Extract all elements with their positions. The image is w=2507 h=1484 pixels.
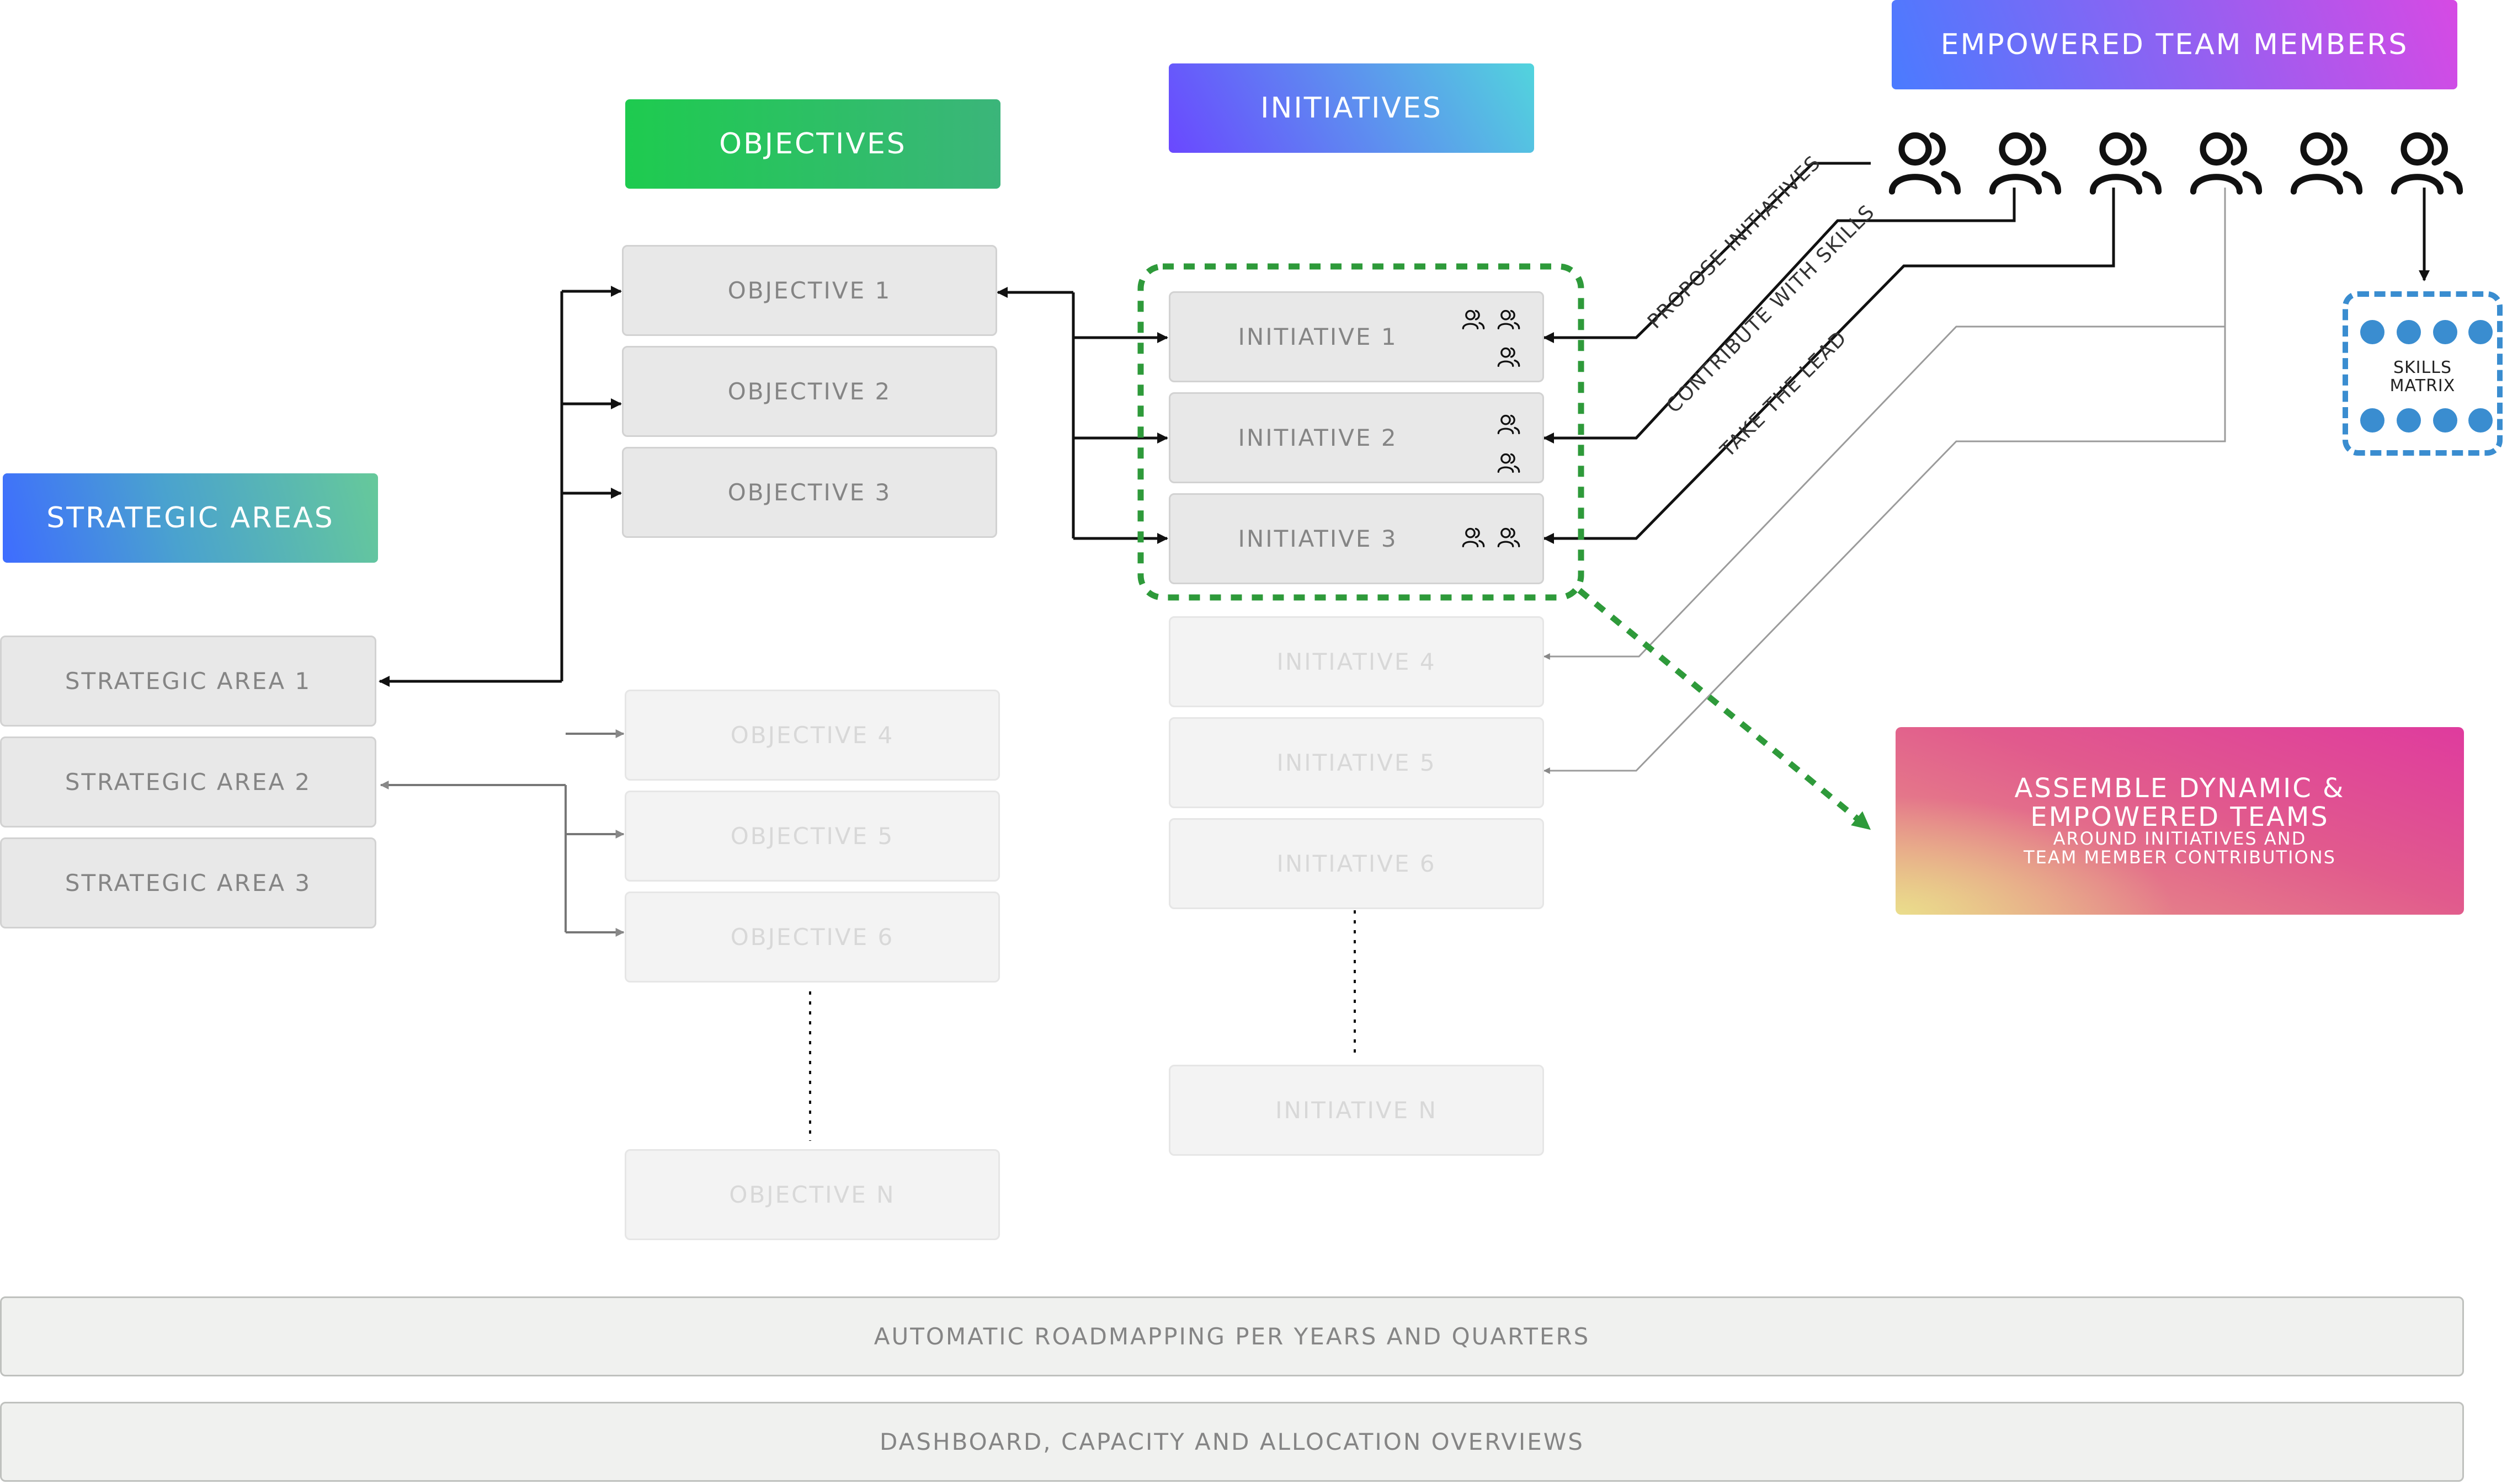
propose-initiatives-label: PROPOSE INITIATIVES — [1643, 151, 1825, 333]
strategic-areas-header: STRATEGIC AREAS — [3, 473, 378, 563]
team-member-mini-icon — [1497, 453, 1520, 473]
initiative-3[interactable]: INITIATIVE 3 — [1169, 493, 1544, 584]
initiative-6[interactable]: INITIATIVE 6 — [1169, 818, 1544, 909]
objective-1[interactable]: OBJECTIVE 1 — [622, 245, 997, 336]
team-arrow — [1577, 588, 1871, 830]
objective-4[interactable]: OBJECTIVE 4 — [625, 690, 1000, 781]
skill-dot — [2468, 408, 2493, 433]
team-member-mini-icon — [1497, 347, 1520, 367]
skills-matrix[interactable]: SKILLS MATRIX — [2343, 291, 2503, 456]
member-initiative-connectors — [1543, 162, 2430, 544]
team-member-icon[interactable] — [2388, 126, 2466, 203]
initiative-1[interactable]: INITIATIVE 1 — [1169, 291, 1544, 382]
team-member-mini-icon — [1462, 527, 1485, 548]
skills-matrix-line1: SKILLS — [2393, 358, 2452, 377]
area1-objectives-connector — [379, 286, 622, 687]
assemble-title-line1: ASSEMBLE DYNAMIC & — [2014, 773, 2345, 804]
assemble-sub-line2: TEAM MEMBER CONTRIBUTIONS — [2024, 847, 2336, 868]
skill-dot — [2360, 408, 2384, 433]
strategic-area-3[interactable]: STRATEGIC AREA 3 — [0, 837, 376, 928]
assemble-subtitle: AROUND INITIATIVES AND TEAM MEMBER CONTR… — [1896, 829, 2464, 867]
objective-3[interactable]: OBJECTIVE 3 — [622, 447, 997, 538]
team-member-icon[interactable] — [1987, 126, 2064, 203]
team-member-mini-icon — [1497, 527, 1520, 548]
skill-dot — [2397, 408, 2421, 433]
team-member-icon[interactable] — [1886, 126, 1963, 203]
objective-5[interactable]: OBJECTIVE 5 — [625, 791, 1000, 882]
empowered-team-members-header: EMPOWERED TEAM MEMBERS — [1892, 0, 2457, 89]
assemble-title: ASSEMBLE DYNAMIC & EMPOWERED TEAMS — [1896, 774, 2464, 831]
skill-dot — [2360, 320, 2384, 344]
assemble-sub-line1: AROUND INITIATIVES AND — [2053, 828, 2307, 849]
team-member-icon[interactable] — [2288, 126, 2365, 203]
team-member-icon[interactable] — [2087, 126, 2164, 203]
objective-2[interactable]: OBJECTIVE 2 — [622, 346, 997, 437]
assemble-title-line2: EMPOWERED TEAMS — [2030, 802, 2329, 832]
strategic-area-1[interactable]: STRATEGIC AREA 1 — [0, 636, 376, 727]
objective-6[interactable]: OBJECTIVE 6 — [625, 892, 1000, 983]
skills-matrix-line2: MATRIX — [2389, 376, 2456, 396]
objective1-initiatives-connector — [997, 287, 1168, 544]
objectives-header: OBJECTIVES — [625, 99, 1000, 189]
skills-matrix-label: SKILLS MATRIX — [2348, 359, 2497, 395]
team-member-icon[interactable] — [2187, 126, 2265, 203]
initiative-5[interactable]: INITIATIVE 5 — [1169, 717, 1544, 808]
contribute-with-skills-label: CONTRIBUTE WITH SKILLS — [1662, 200, 1880, 418]
initiatives-header: INITIATIVES — [1169, 63, 1534, 153]
assemble-teams-card: ASSEMBLE DYNAMIC & EMPOWERED TEAMS AROUN… — [1896, 727, 2464, 915]
dashboard-bar[interactable]: DASHBOARD, CAPACITY AND ALLOCATION OVERV… — [0, 1402, 2464, 1482]
skill-dot — [2397, 320, 2421, 344]
initiative-2[interactable]: INITIATIVE 2 — [1169, 392, 1544, 483]
objective-n[interactable]: OBJECTIVE N — [625, 1149, 1000, 1240]
team-member-mini-icon — [1497, 309, 1520, 330]
member-faded-connectors — [1543, 188, 2226, 774]
area2-objectives-connector — [380, 729, 625, 937]
initiative-n[interactable]: INITIATIVE N — [1169, 1065, 1544, 1156]
initiative-4[interactable]: INITIATIVE 4 — [1169, 616, 1544, 707]
skill-dot — [2468, 320, 2493, 344]
team-member-mini-icon — [1497, 414, 1520, 435]
skill-dot — [2433, 408, 2457, 433]
strategic-area-2[interactable]: STRATEGIC AREA 2 — [0, 736, 376, 828]
roadmapping-bar[interactable]: AUTOMATIC ROADMAPPING PER YEARS AND QUAR… — [0, 1296, 2464, 1376]
skill-dot — [2433, 320, 2457, 344]
team-member-mini-icon — [1462, 309, 1485, 330]
